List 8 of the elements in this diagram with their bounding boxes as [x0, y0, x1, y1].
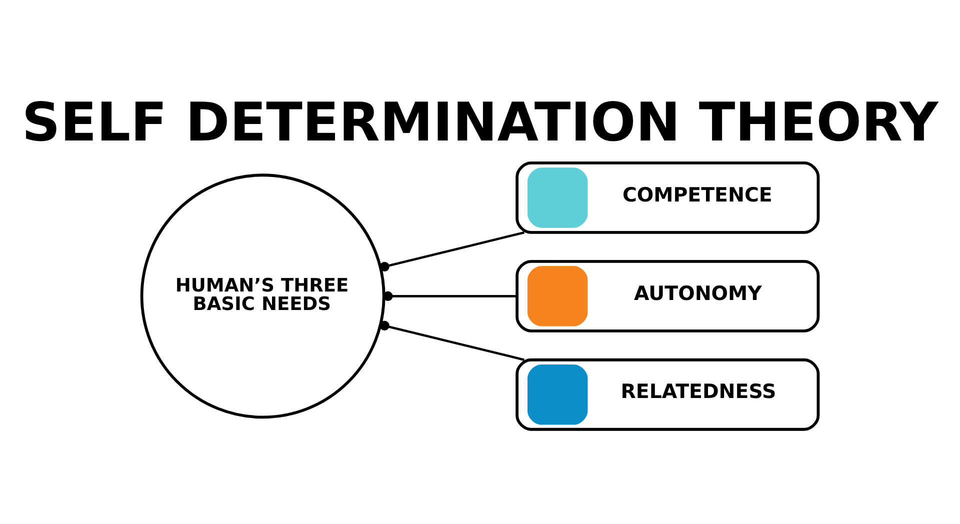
connector: [383, 291, 517, 302]
diagram-title: SELF DETERMINATION THEORY: [22, 92, 938, 154]
node-box: AUTONOMY: [516, 260, 820, 332]
node-circle: HUMAN’S THREE BASIC NEEDS: [140, 174, 386, 419]
connector: [380, 320, 525, 361]
node-box: RELATEDNESS: [516, 358, 820, 431]
connector: [380, 231, 525, 272]
node-box: COMPETENCE: [516, 162, 820, 234]
